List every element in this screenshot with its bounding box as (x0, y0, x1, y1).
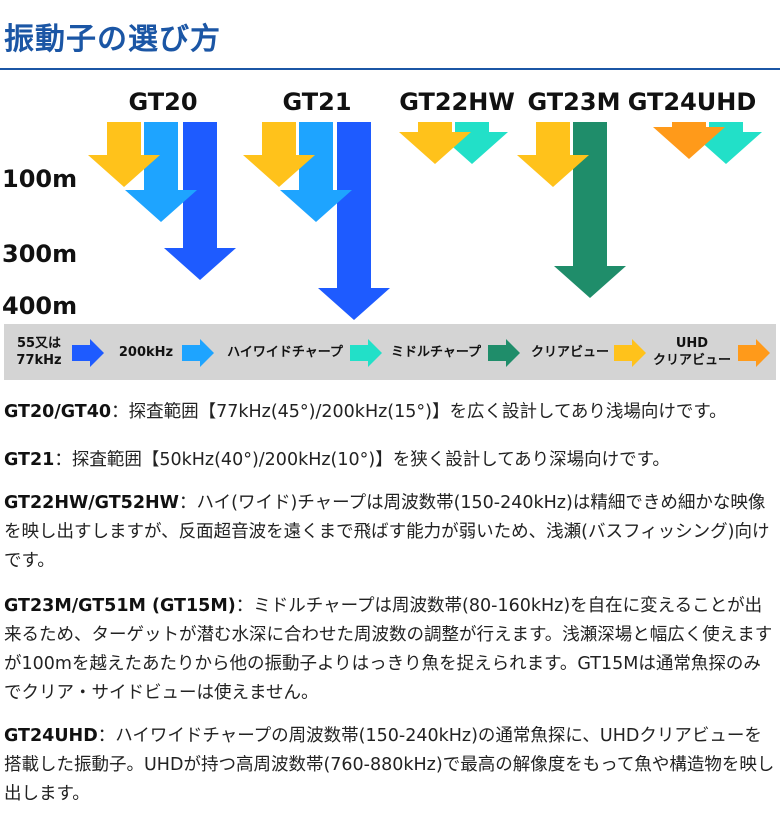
legend-arrow-lightblue (182, 339, 214, 367)
page-title: 振動子の選び方 (4, 22, 221, 57)
model-label-gt24uhd: GT24UHD (627, 88, 757, 116)
description-gt23m-text: ：ミドルチャープは周波数帯(80-160kHz)を自在に変えることが出来るため、… (4, 596, 773, 703)
depth-label-300m: 300m (2, 240, 78, 268)
model-label-gt20: GT20 (128, 88, 198, 116)
description-gt24uhd-model: GT24UHD (4, 726, 98, 746)
gt21-blue-arrow (318, 122, 390, 320)
description-gt22hw-model: GT22HW/GT52HW (4, 493, 179, 513)
gt24uhd-orange-arrow (653, 122, 725, 159)
description-gt24uhd: GT24UHD：ハイワイドチャープの周波数帯(150-240kHz)の通常魚探に… (4, 722, 778, 809)
legend-arrow-teal (350, 339, 382, 367)
model-label-gt21: GT21 (282, 88, 352, 116)
gt20-blue-arrow (164, 122, 236, 280)
description-gt20-text: ：探査範囲【77kHz(45°)/200kHz(15°)】を広く設計してあり浅場… (111, 402, 727, 422)
gt23m-yellow-arrow (517, 122, 589, 187)
legend-label-high-wide-chirp: ハイワイドチャープ (227, 345, 343, 360)
description-gt22hw-text: ：ハイ(ワイド)チャープは周波数帯(150-240kHz)は精細できめ細かな映像… (4, 493, 770, 571)
description-gt24uhd-text: ：ハイワイドチャープの周波数帯(150-240kHz)の通常魚探に、UHDクリア… (4, 726, 775, 804)
gt21-yellow-arrow (243, 122, 315, 187)
gt20-lightblue-arrow (125, 122, 197, 222)
legend-label-clearvue: クリアビュー (530, 345, 609, 360)
description-gt21-text: ：探査範囲【50kHz(40°)/200kHz(10°)】を狭く設計してあり深場… (54, 450, 670, 470)
description-gt23m-model: GT23M/GT51M (GT15M) (4, 596, 236, 616)
description-gt21: GT21：探査範囲【50kHz(40°)/200kHz(10°)】を狭く設計して… (4, 446, 778, 475)
description-gt23m: GT23M/GT51M (GT15M)：ミドルチャープは周波数帯(80-160k… (4, 592, 778, 708)
gt23m-green-arrow (554, 122, 626, 298)
title-underline (0, 68, 780, 70)
legend-arrow-green (488, 339, 520, 367)
gt22hw-yellow-arrow (399, 122, 471, 164)
model-label-gt23m: GT23M (527, 88, 621, 116)
gt21-lightblue-arrow (280, 122, 352, 222)
description-gt22hw: GT22HW/GT52HW：ハイ(ワイド)チャープは周波数帯(150-240kH… (4, 489, 778, 576)
depth-range-arrows (88, 122, 762, 320)
legend-label-200khz: 200kHz (118, 345, 174, 360)
model-label-gt22hw: GT22HW (399, 88, 515, 116)
gt20-yellow-arrow (88, 122, 160, 187)
description-gt21-model: GT21 (4, 450, 55, 470)
legend-arrow-orange (738, 339, 770, 367)
description-gt20: GT20/GT40：探査範囲【77kHz(45°)/200kHz(15°)】を広… (4, 398, 778, 427)
legend-arrow-yellow (614, 339, 646, 367)
depth-label-100m: 100m (2, 165, 78, 193)
depth-label-400m: 400m (2, 292, 78, 320)
description-gt20-model: GT20/GT40 (4, 402, 112, 422)
legend-arrow-blue (72, 339, 104, 367)
legend-label-mid-chirp: ミドルチャープ (390, 345, 482, 360)
